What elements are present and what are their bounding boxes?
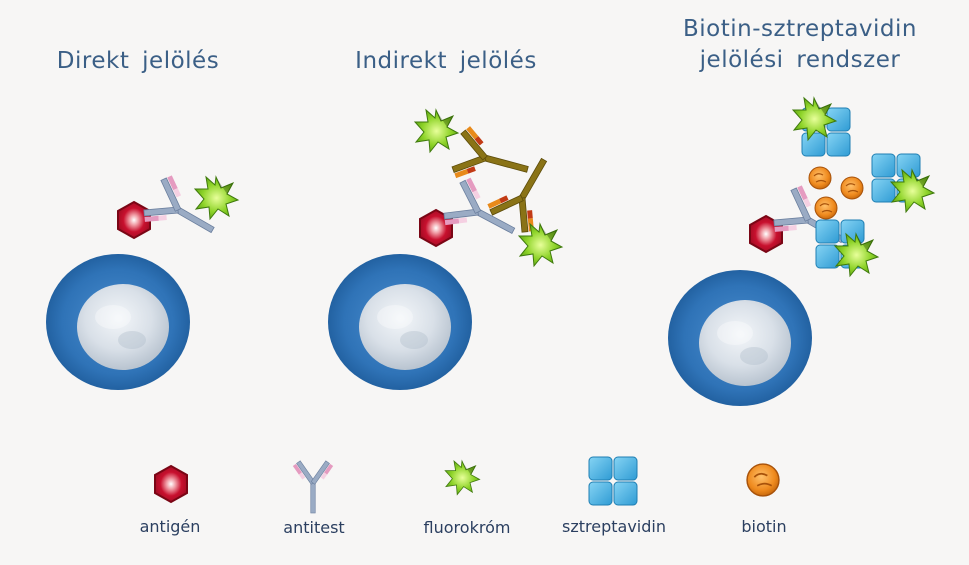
biotin-1 bbox=[808, 166, 832, 190]
biotin-3 bbox=[814, 196, 838, 220]
cell-indirect bbox=[328, 254, 472, 390]
legend-antibody-label: antitest bbox=[283, 518, 345, 537]
legend-streptavidin-icon bbox=[588, 456, 638, 506]
legend-biotin-icon bbox=[746, 463, 780, 497]
cell-biotin bbox=[668, 270, 812, 406]
biotin-2 bbox=[840, 176, 864, 200]
panel-indirect bbox=[328, 109, 568, 390]
title-direct: Direkt jelölés bbox=[56, 48, 220, 74]
fluorochrome-indirect-top bbox=[414, 109, 459, 153]
antibody-indirect-primary bbox=[438, 173, 527, 256]
cell-direct bbox=[46, 254, 190, 390]
legend-fluorochrome-label: fluorokróm bbox=[423, 518, 511, 537]
legend-streptavidin-label: sztreptavidin bbox=[562, 517, 666, 536]
title-indirect: Indirekt jelölés bbox=[355, 48, 537, 74]
legend-fluorochrome-icon bbox=[444, 460, 481, 496]
panel-biotin bbox=[668, 97, 935, 406]
legend-biotin-label: biotin bbox=[741, 517, 787, 536]
fluorochrome-direct bbox=[194, 176, 239, 220]
title-biotin-line2: jelölési rendszer bbox=[699, 47, 901, 73]
panel-direct bbox=[46, 171, 239, 390]
legend-antibody-icon bbox=[292, 460, 334, 514]
legend-antigen-label: antigén bbox=[139, 517, 201, 536]
legend-antigen-icon bbox=[154, 465, 188, 503]
legend-icons bbox=[154, 456, 780, 514]
title-biotin-line1: Biotin-sztreptavidin bbox=[683, 16, 917, 42]
